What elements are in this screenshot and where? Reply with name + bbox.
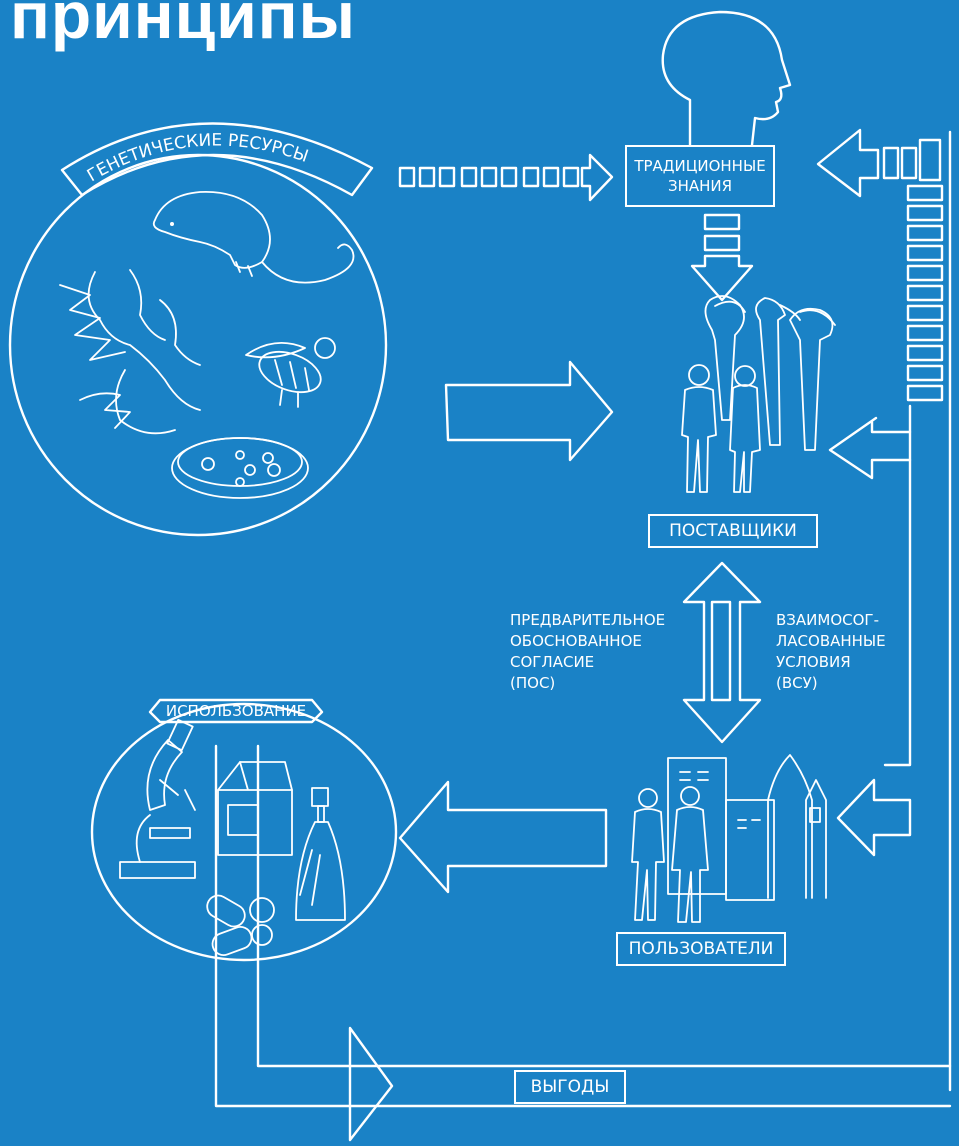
pic-line: ОБОСНОВАННОЕ	[510, 632, 642, 650]
providers-label-box: ПОСТАВЩИКИ	[648, 514, 818, 548]
traditional-knowledge-box: ТРАДИЦИОННЫЕ ЗНАНИЯ	[625, 145, 775, 207]
users-label-box: ПОЛЬЗОВАТЕЛИ	[616, 932, 786, 966]
mat-line: ВЗАИМОСОГ-	[776, 611, 879, 629]
utilization-label: ИСПОЛЬЗОВАНИЕ	[165, 702, 307, 720]
rat-icon	[152, 190, 355, 284]
mat-line: ЛАСОВАННЫЕ	[776, 632, 886, 650]
pills-icon	[206, 894, 275, 956]
milk-carton-icon	[217, 761, 293, 856]
genetic-resources-circle	[8, 153, 388, 537]
benefits-to-users-arrow	[836, 778, 912, 857]
traditional-knowledge-line2: ЗНАНИЯ	[667, 177, 733, 195]
tk-to-providers-arrow	[690, 213, 754, 302]
pic-mat-double-arrow	[682, 561, 762, 744]
pic-text: ПРЕДВАРИТЕЛЬНОЕ ОБОСНОВАННОЕ СОГЛАСИЕ (П…	[510, 610, 665, 694]
providers-label: ПОСТАВЩИКИ	[669, 521, 797, 541]
page-title: принципы	[10, 0, 356, 52]
spray-bottle-icon	[295, 787, 346, 921]
providers-illustration	[681, 295, 836, 493]
pic-line: СОГЛАСИЕ	[510, 653, 595, 671]
users-illustration	[631, 754, 827, 923]
mat-line: УСЛОВИЯ	[776, 653, 851, 671]
mat-line: (ВСУ)	[776, 674, 818, 692]
petri-dish-icon	[171, 437, 309, 499]
benefits-loop-line	[828, 130, 952, 1092]
gr-to-tk-arrow	[398, 153, 614, 202]
pic-line: ПРЕДВАРИТЕЛЬНОЕ	[510, 611, 666, 629]
users-label: ПОЛЬЗОВАТЕЛИ	[628, 939, 774, 959]
gr-to-providers-arrow	[444, 360, 614, 462]
utilization-circle	[90, 698, 398, 962]
benefits-label: ВЫГОДЫ	[530, 1077, 610, 1097]
plant-icon	[59, 269, 201, 435]
mat-text: ВЗАИМОСОГ- ЛАСОВАННЫЕ УСЛОВИЯ (ВСУ)	[776, 610, 886, 694]
head-icon	[661, 10, 792, 147]
bee-icon	[245, 337, 336, 408]
benefits-label-box: ВЫГОДЫ	[514, 1070, 626, 1104]
genetic-resources-banner	[60, 122, 374, 197]
users-to-utilization-arrow	[398, 780, 608, 894]
benefits-bottom-loop	[214, 744, 952, 1142]
benefits-to-tk-arrow	[816, 128, 944, 402]
pic-line: (ПОС)	[510, 674, 556, 692]
microscope-icon	[119, 718, 196, 879]
traditional-knowledge-line1: ТРАДИЦИОННЫЕ	[634, 157, 766, 175]
